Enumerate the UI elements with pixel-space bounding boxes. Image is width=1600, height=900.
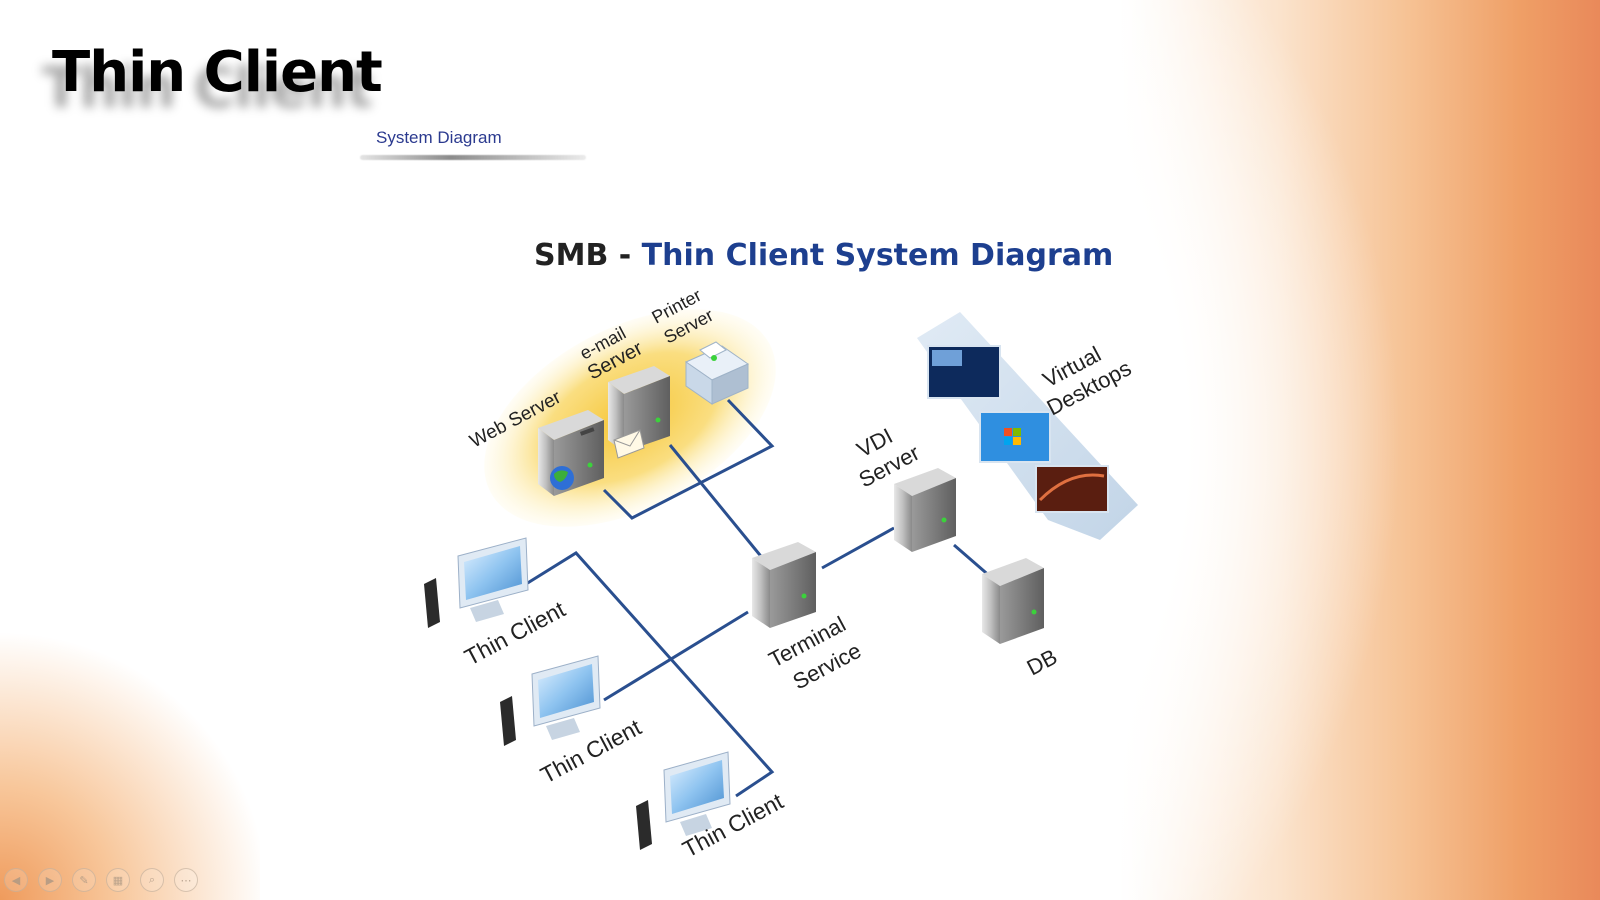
virtual-desktop-screens: [927, 345, 1109, 513]
slide-title: Thin Client: [52, 40, 383, 105]
email-server-icon: [608, 366, 670, 459]
link-vdi-db: [953, 543, 993, 580]
slideshow-controls: ◀ ▶ ✎ ▦ ⌕ ⋯: [4, 868, 198, 892]
slide-title-shadow: Thin Client: [42, 56, 373, 121]
link-terminal-vdi: [821, 526, 895, 570]
printer-icon: [684, 341, 750, 405]
thin-client-2-icon: [500, 655, 601, 746]
slides-icon[interactable]: ▦: [106, 868, 130, 892]
subtitle-underline: [360, 155, 586, 160]
vdi-server-icon: [894, 468, 956, 552]
slide-title-block: Thin Client Thin Client: [42, 40, 383, 121]
previous-icon[interactable]: ◀: [4, 868, 28, 892]
web-server-icon: [538, 410, 604, 496]
zoom-icon[interactable]: ⌕: [140, 868, 164, 892]
diagram-heading-prefix: SMB -: [534, 238, 642, 273]
next-icon[interactable]: ▶: [38, 868, 62, 892]
terminal-service-icon: [752, 542, 816, 628]
db-label: DB: [1023, 644, 1062, 680]
link-thin-client-2: [603, 610, 749, 702]
pen-icon[interactable]: ✎: [72, 868, 96, 892]
thin-client-3-icon: [636, 751, 731, 850]
corner-glow: [0, 620, 260, 900]
database-icon: [982, 558, 1044, 644]
thin-client-1-icon: [424, 537, 529, 628]
diagram-heading-main: Thin Client System Diagram: [641, 238, 1114, 273]
link-thin-client-1: [525, 551, 775, 798]
link-email-terminal: [668, 444, 766, 561]
virtual-desktop-screen-3: [1035, 465, 1109, 513]
more-icon[interactable]: ⋯: [174, 868, 198, 892]
slide-subtitle: System Diagram: [376, 128, 502, 147]
diagram-heading: SMB - Thin Client System Diagram: [534, 238, 1113, 273]
network-links: [525, 398, 993, 798]
